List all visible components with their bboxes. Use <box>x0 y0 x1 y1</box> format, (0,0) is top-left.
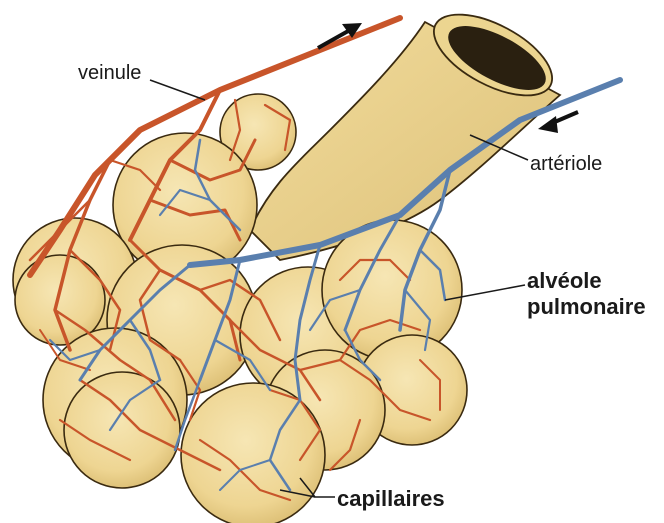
alveolus <box>64 372 180 488</box>
label-alveole-line2: pulmonaire <box>527 294 646 320</box>
label-veinule: veinule <box>78 62 141 85</box>
label-arteriole: artériole <box>530 153 602 176</box>
label-alveole-pulmonaire: alvéole pulmonaire <box>527 268 646 320</box>
label-capillaires: capillaires <box>337 486 445 512</box>
label-alveole-line1: alvéole <box>527 268 646 294</box>
